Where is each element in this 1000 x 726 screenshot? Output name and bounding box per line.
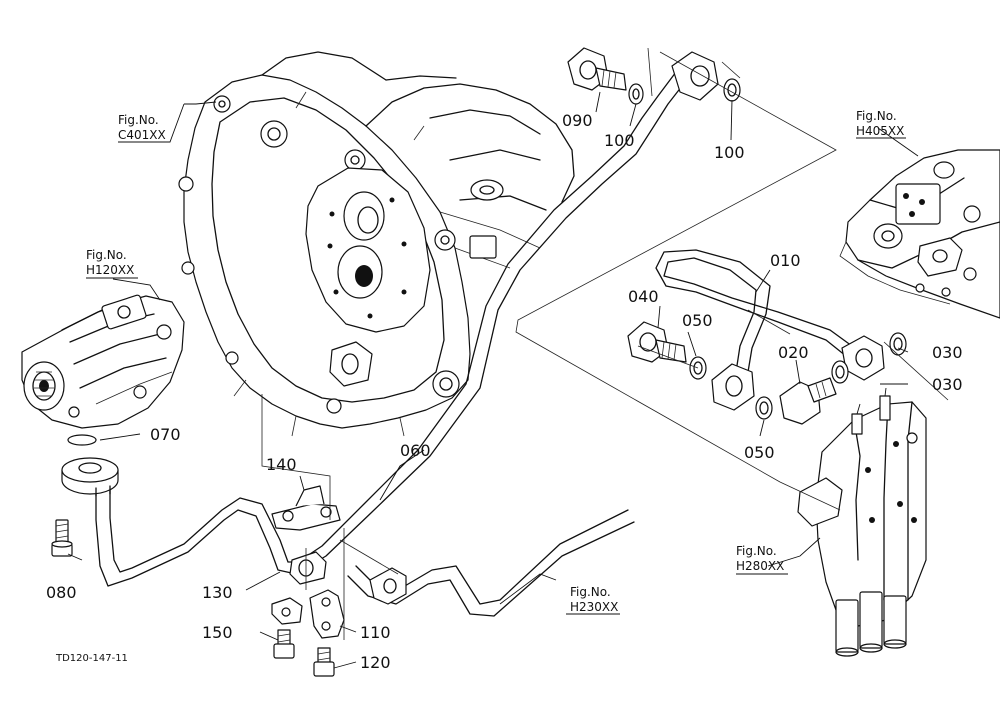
part-label-120: 120 [360, 653, 391, 672]
banjo-sleeve [711, 363, 755, 411]
transmission-housing [178, 51, 575, 437]
clamp-130 [289, 551, 327, 585]
bolt-120 [313, 647, 335, 677]
washer-050-lower [755, 396, 773, 420]
part-label-090: 090 [562, 111, 593, 130]
fig-ref-h405-line1: Fig.No. [856, 109, 897, 123]
pipe-010 [655, 249, 853, 373]
fig-ref-h120-line1: Fig.No. [86, 248, 127, 262]
control-valve-lower [797, 387, 927, 657]
fig-ref-c401: Fig.No. C401XX [118, 103, 185, 143]
o-ring-070 [67, 434, 97, 446]
fig-ref-h230-line2: H230XX [570, 600, 618, 614]
banjo-bolt-040 [627, 321, 687, 363]
return-pipe-h230 [347, 509, 635, 617]
washer-030-lower [831, 360, 849, 384]
washer-100-right [723, 78, 741, 102]
fig-ref-h120: Fig.No. H120XX [86, 248, 138, 279]
part-label-010: 010 [770, 251, 801, 270]
adapter-020 [779, 377, 837, 425]
washer-030-upper [889, 332, 907, 356]
part-label-110: 110 [360, 623, 391, 642]
part-label-050-lower: 050 [744, 443, 775, 462]
drawing-code: TD120-147-11 [55, 653, 128, 664]
part-label-060: 060 [400, 441, 431, 460]
bolt-080 [51, 519, 73, 557]
fig-ref-h280-line2: H280XX [736, 559, 784, 573]
fig-ref-h230: Fig.No. H230XX [566, 585, 620, 615]
part-label-030-upper: 030 [932, 343, 963, 362]
banjo-bolt-090 [567, 47, 627, 91]
washer-100-left [628, 83, 644, 105]
part-label-150: 150 [202, 623, 233, 642]
part-label-050-upper: 050 [682, 311, 713, 330]
part-label-100-right: 100 [714, 143, 745, 162]
fig-ref-h280: Fig.No. H280XX [736, 544, 788, 575]
hydraulic-pump [21, 294, 185, 429]
fig-ref-h280-line1: Fig.No. [736, 544, 777, 558]
part-label-030-lower: 030 [932, 375, 963, 394]
bracket-110 [271, 589, 345, 639]
part-labels: 090 100 100 010 040 050 020 030 030 050 … [46, 111, 963, 672]
bolt-150 [273, 629, 295, 659]
leader-lines [67, 47, 949, 669]
bracket-140 [271, 485, 341, 531]
fig-ref-h120-line2: H120XX [86, 263, 134, 277]
fig-ref-h405: Fig.No. H405XX [856, 109, 906, 139]
pump-flange [61, 457, 119, 497]
fig-ref-c401-line2: C401XX [118, 128, 166, 142]
part-label-080: 080 [46, 583, 77, 602]
part-label-140: 140 [266, 455, 297, 474]
part-label-070: 070 [150, 425, 181, 444]
part-label-130: 130 [202, 583, 233, 602]
part-label-100-left: 100 [604, 131, 635, 150]
part-label-040: 040 [628, 287, 659, 306]
fig-ref-c401-line1: Fig.No. [118, 113, 159, 127]
banjo-fitting-top [671, 51, 719, 101]
control-valve-upper [839, 149, 1000, 319]
fig-ref-h230-line1: Fig.No. [570, 585, 611, 599]
fig-ref-h405-line2: H405XX [856, 124, 904, 138]
part-label-020: 020 [778, 343, 809, 362]
